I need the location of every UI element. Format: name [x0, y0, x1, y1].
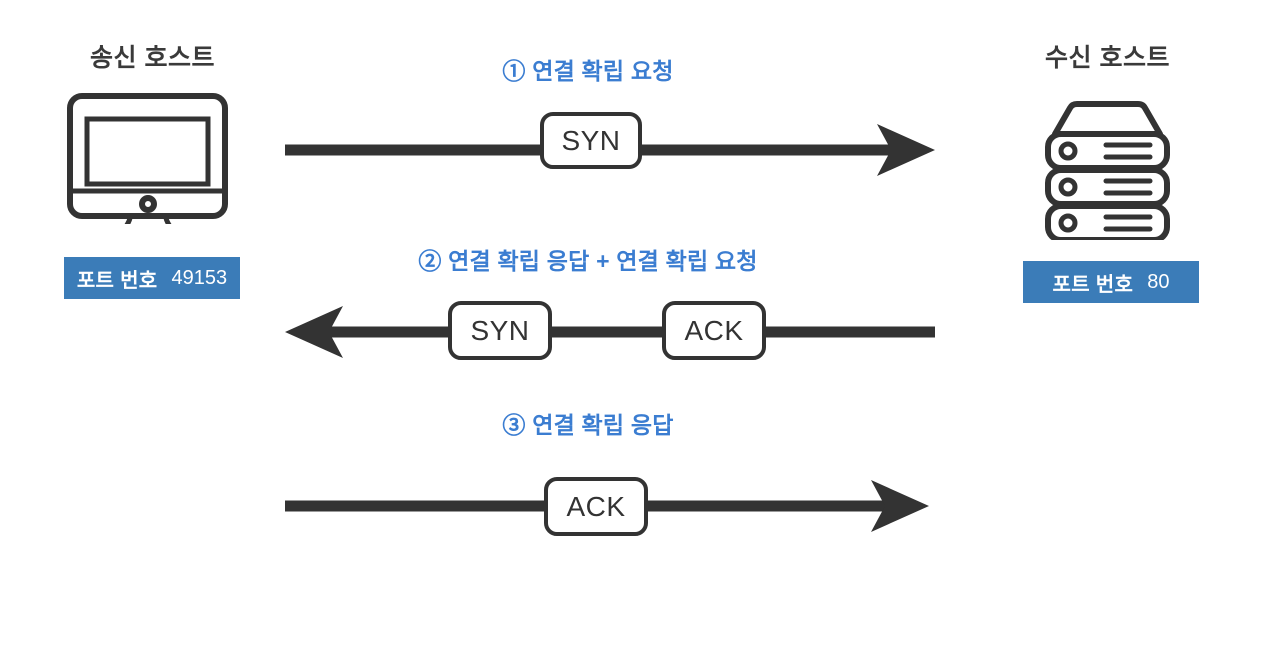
- step-2-label: ② 연결 확립 응답 + 연결 확립 요청: [418, 248, 758, 274]
- sender-port-badge: 포트 번호 49153: [64, 257, 240, 299]
- sender-port-label: 포트 번호: [76, 269, 158, 292]
- server-stack-icon: [1040, 100, 1175, 243]
- sender-host-title: 송신 호스트: [90, 44, 215, 72]
- receiver-host-title: 수신 호스트: [1045, 44, 1170, 72]
- step-2-arrow: [280, 300, 940, 364]
- packet-box-syn-step1: SYN: [540, 112, 642, 169]
- packet-box-ack-step2: ACK: [662, 301, 766, 360]
- packet-box-ack-step3: ACK: [544, 477, 648, 536]
- receiver-port-label: 포트 번호: [1052, 273, 1134, 296]
- receiver-port-badge: 포트 번호 80: [1023, 261, 1199, 303]
- step-3-label: ③ 연결 확립 응답: [502, 412, 674, 438]
- sender-port-value: 49153: [171, 266, 228, 289]
- packet-box-syn-step2: SYN: [448, 301, 552, 360]
- receiver-port-value: 80: [1147, 270, 1170, 293]
- step-1-label: ① 연결 확립 요청: [502, 58, 674, 84]
- desktop-monitor-icon: [66, 92, 242, 241]
